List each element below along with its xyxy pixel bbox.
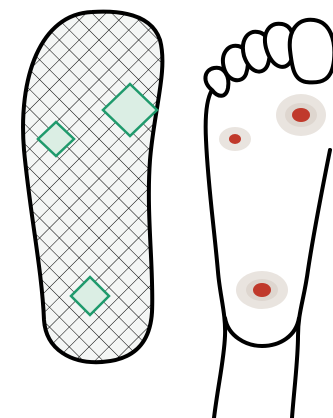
toe-big: [290, 20, 333, 83]
foot-heel-curve: [225, 318, 299, 346]
insole: [0, 0, 180, 380]
lesion-heel: [236, 271, 288, 309]
lesion-forefoot-small: [219, 127, 251, 151]
lesion-forefoot-large: [276, 94, 326, 136]
foot: [205, 20, 333, 418]
